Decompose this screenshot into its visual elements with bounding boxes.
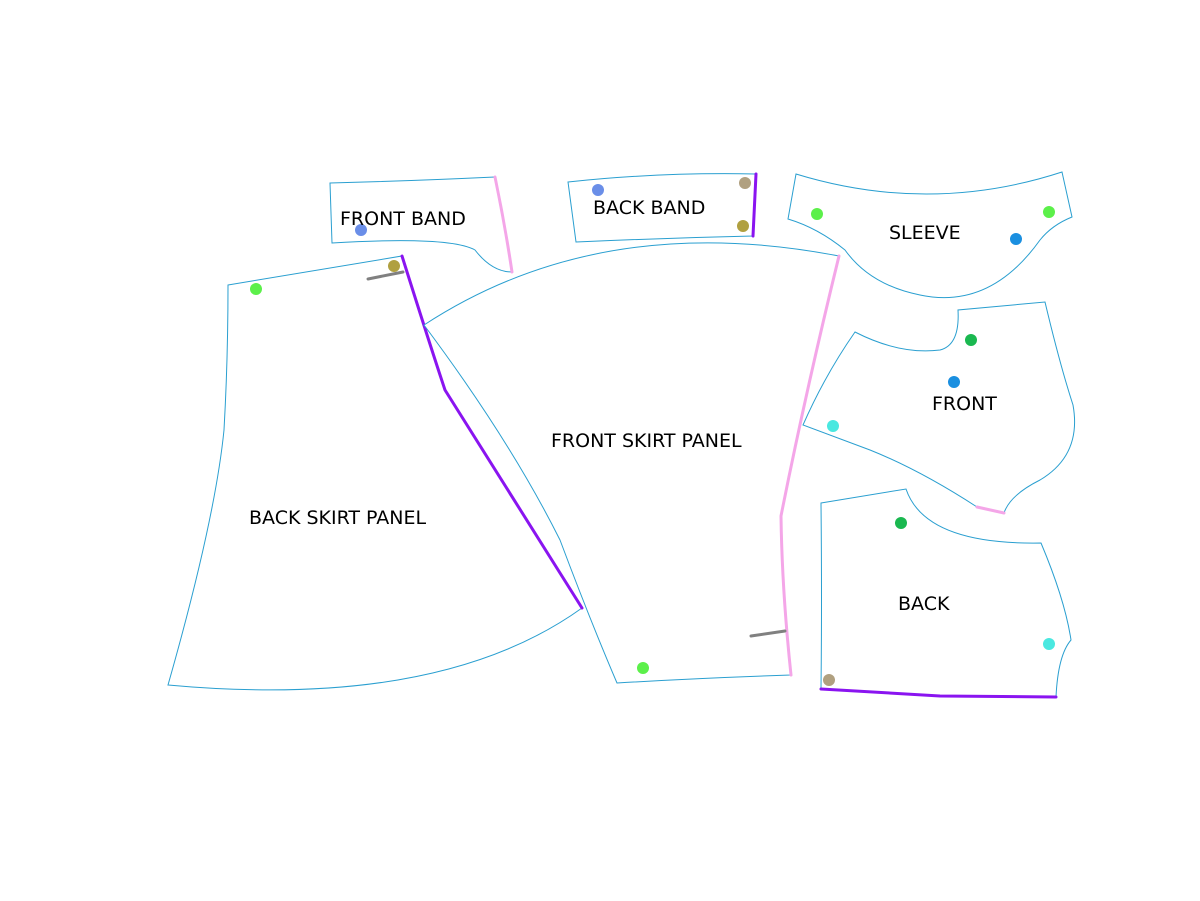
sleeve-label: SLEEVE [889, 222, 961, 244]
front-outline [802, 301, 1076, 514]
back-band-marker-tan [739, 177, 751, 189]
back-skirt-marker-lightgreen [250, 283, 262, 295]
back-band-piece[interactable]: BACK BAND [567, 172, 758, 243]
back-marker-green [895, 517, 907, 529]
back-band-seam [751, 172, 758, 238]
front-skirt-notch [749, 629, 787, 638]
sleeve-marker-lightgreen-left [811, 208, 823, 220]
front-band-seam [493, 175, 514, 274]
back-label: BACK [898, 593, 950, 615]
front-skirt-seam [779, 254, 841, 677]
back-piece[interactable]: BACK [819, 488, 1072, 699]
front-label: FRONT [932, 393, 997, 415]
front-skirt-panel-label: FRONT SKIRT PANEL [551, 430, 742, 452]
front-skirt-panel-piece[interactable]: FRONT SKIRT PANEL [423, 242, 841, 684]
back-band-marker-olive [737, 220, 749, 232]
front-marker-green [965, 334, 977, 346]
sleeve-outline [787, 171, 1073, 299]
front-piece[interactable]: FRONT [802, 301, 1076, 515]
back-skirt-notch [366, 270, 405, 281]
back-marker-cyan [1043, 638, 1055, 650]
back-outline [820, 488, 1072, 698]
sleeve-piece[interactable]: SLEEVE [787, 171, 1073, 299]
back-band-label: BACK BAND [593, 197, 705, 219]
back-skirt-seam [400, 254, 584, 610]
back-skirt-panel-label: BACK SKIRT PANEL [249, 507, 427, 529]
front-band-piece[interactable]: FRONT BAND [329, 175, 514, 274]
front-band-label: FRONT BAND [340, 208, 466, 230]
front-marker-cyan [827, 420, 839, 432]
back-skirt-marker-olive [388, 260, 400, 272]
sleeve-marker-blue [1010, 233, 1022, 245]
front-skirt-marker-lightgreen [637, 662, 649, 674]
back-seam [819, 687, 1058, 699]
back-band-marker-periwinkle [592, 184, 604, 196]
front-band-marker-periwinkle [355, 224, 367, 236]
back-marker-tan [823, 674, 835, 686]
sleeve-marker-lightgreen-right [1043, 206, 1055, 218]
front-marker-blue [948, 376, 960, 388]
back-skirt-panel-piece[interactable]: BACK SKIRT PANEL [167, 254, 584, 691]
front-seam [975, 505, 1006, 515]
